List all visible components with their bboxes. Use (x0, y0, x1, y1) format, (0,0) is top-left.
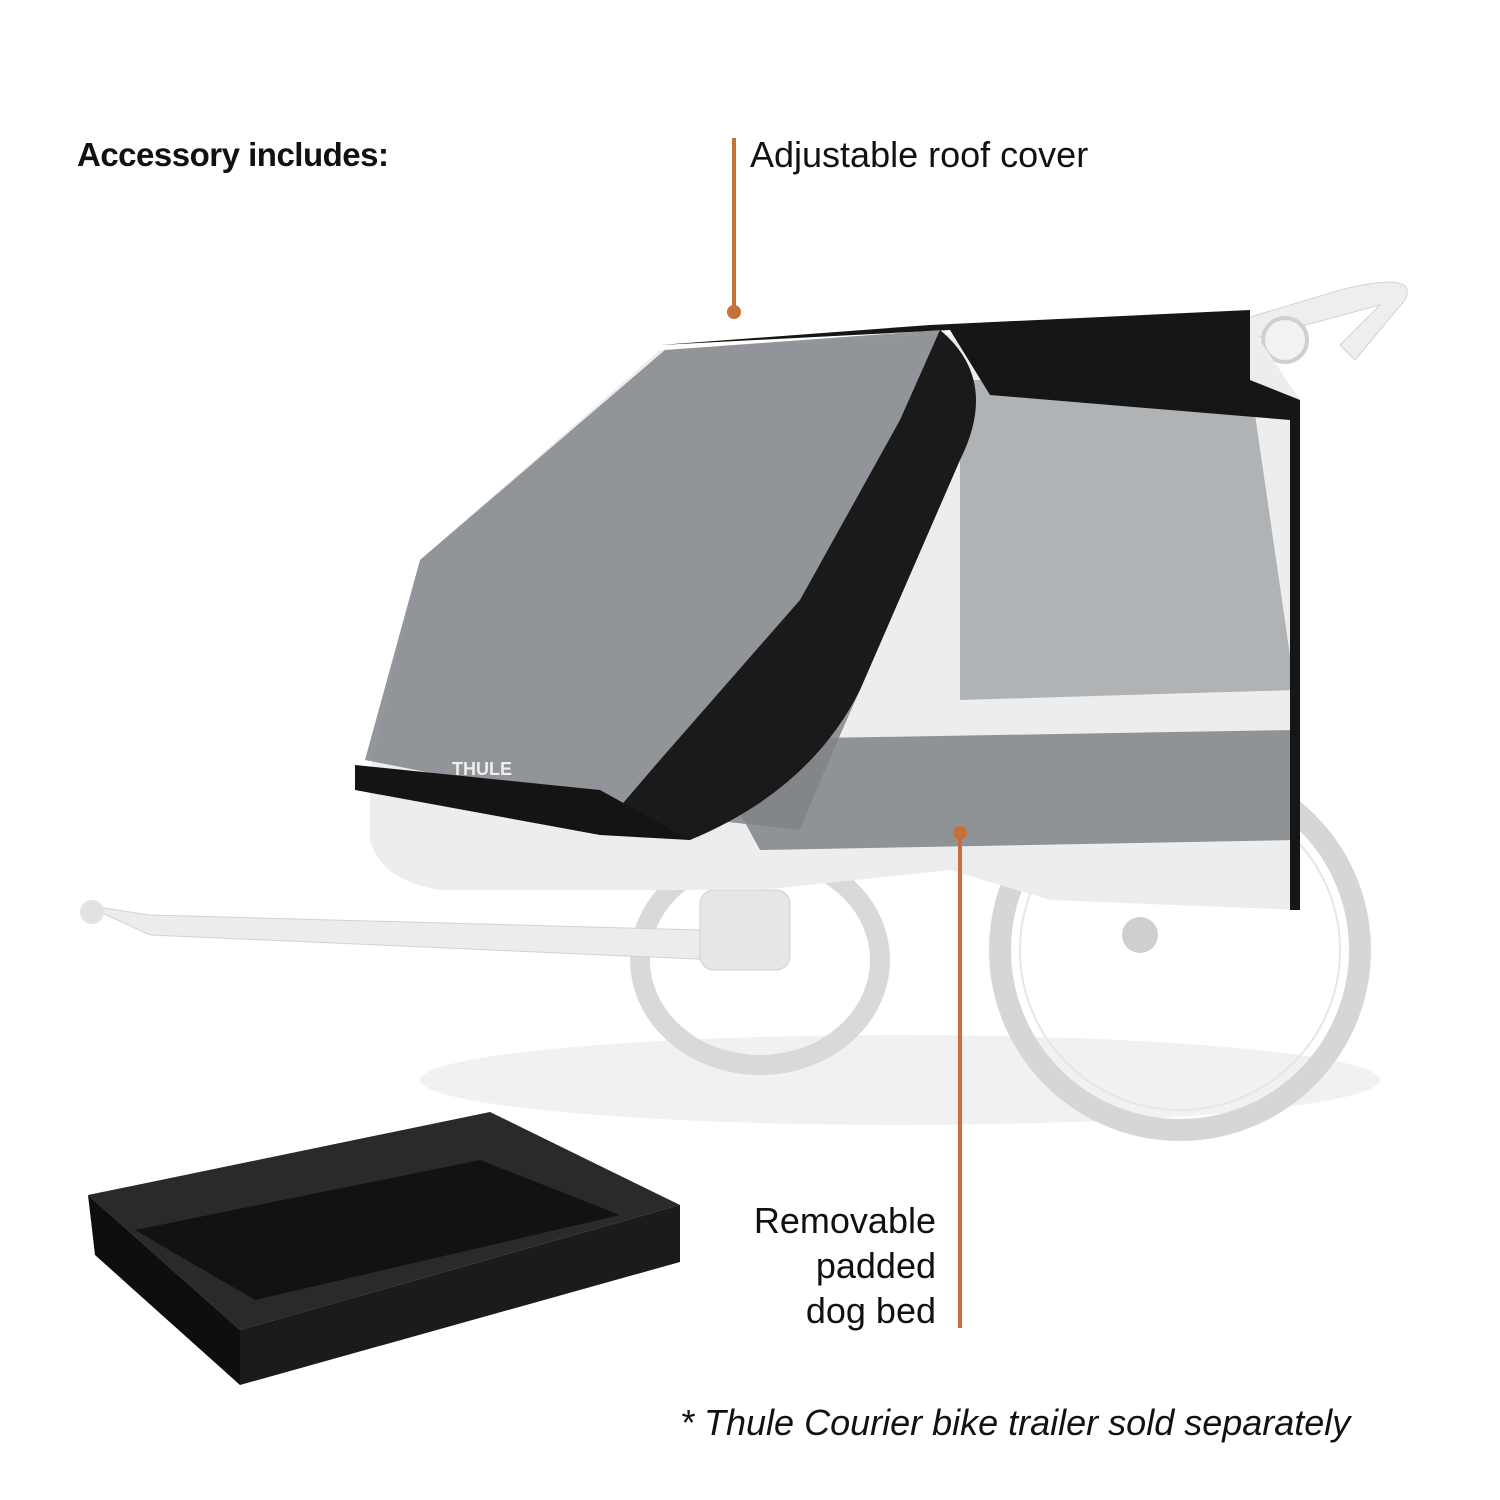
roof-cover (660, 310, 1300, 910)
heading: Accessory includes: (77, 136, 389, 173)
roof-leader-line (732, 138, 736, 308)
bed-leader-line (958, 833, 962, 1328)
roof-leader-dot (727, 305, 741, 319)
ground-shadow (420, 1035, 1380, 1125)
disclaimer: * Thule Courier bike trailer sold separa… (680, 1402, 1351, 1443)
roof-cover-label: Adjustable roof cover (750, 134, 1089, 175)
handlebar (1239, 281, 1408, 361)
dog-bed-label-line3: dog bed (805, 1290, 936, 1331)
tow-bar (80, 889, 791, 971)
dog-bed-illustration (88, 1112, 680, 1385)
dog-bed-label: Removable padded dog bed (700, 1198, 936, 1333)
dog-bed-label-line1: Removable (753, 1200, 936, 1241)
dog-bed-label-line2: padded (815, 1245, 936, 1286)
brand-logo: THULE (452, 759, 512, 779)
